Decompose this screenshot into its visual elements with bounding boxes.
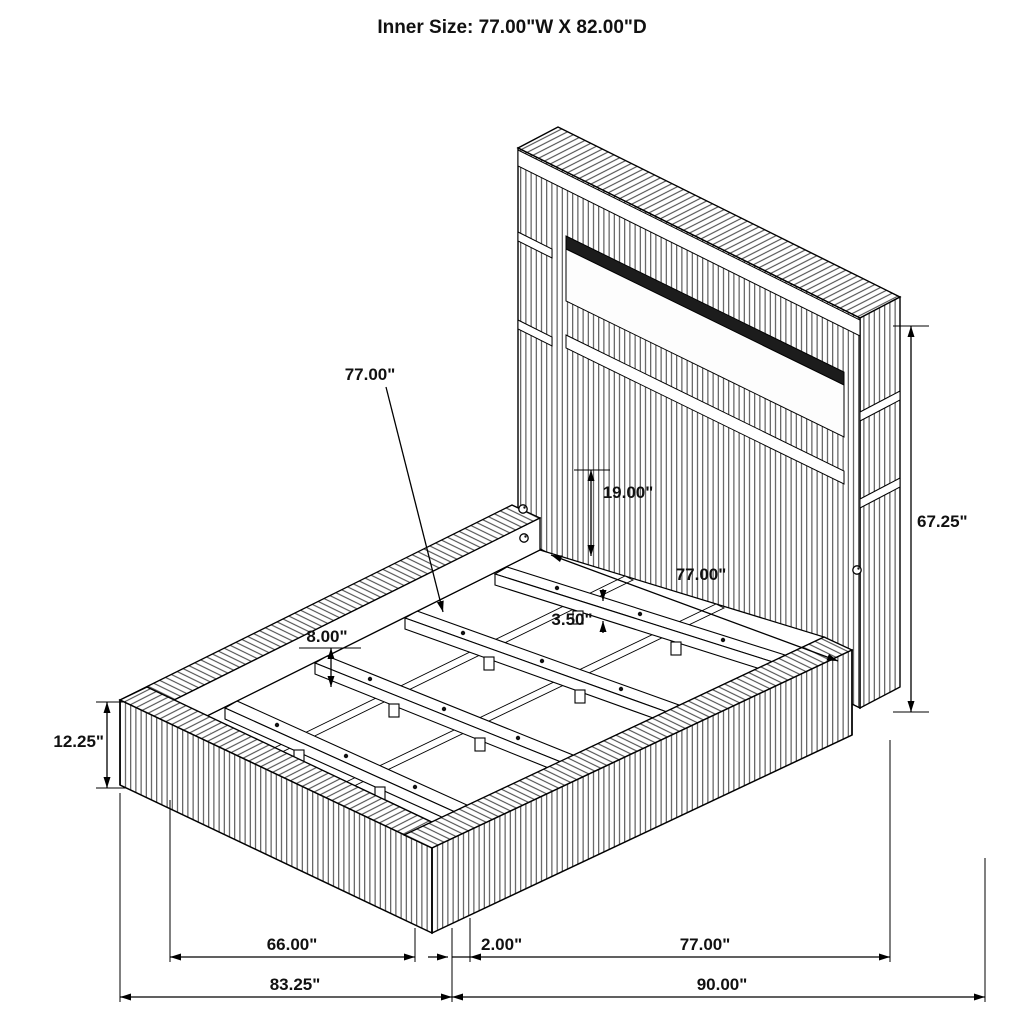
bolt-hole [519,533,529,543]
slat-length-label: 77.00" [345,365,396,384]
headboard-left-post-reveal-2 [517,319,553,347]
bolt-hole [518,504,528,514]
page-title: Inner Size: 77.00"W X 82.00"D [377,17,647,38]
panel-lower-band [565,334,845,485]
extension-lines [119,740,986,1002]
bolt-holes [518,504,862,575]
slat-foot [474,737,486,752]
slat-foot [388,703,400,718]
clearance-label: 19.00" [603,483,654,502]
headboard-panel [565,235,845,485]
inner-width-dim-line [550,554,839,662]
slat-spacing-label: 8.00" [306,627,347,646]
bolt-hole [852,565,862,575]
outer-depth-label: 83.25" [270,975,321,994]
headboard-side-reveal-2 [859,477,901,509]
slat-span-label: 66.00" [267,935,318,954]
headboard-height-label: 67.25" [917,512,968,531]
headboard-side-reveal-1 [859,390,901,422]
inner-width-label: 77.00" [676,565,727,584]
panel-body [565,248,845,438]
slat-foot [483,656,495,671]
slat-foot [670,641,682,656]
slat-foot [574,689,586,704]
dimension-annotations: 77.00" 19.00" 77.00" 3.50" 8.00" 67.25" [53,325,986,1002]
rail-inset-label: 2.00" [481,935,522,954]
foot-width-label: 77.00" [680,935,731,954]
slat-thickness-label: 3.50" [551,610,592,629]
outer-width-label: 90.00" [697,975,748,994]
slat-length-leader-line [385,386,444,613]
base-height-label: 12.25" [53,732,104,751]
headboard-left-post-reveal-1 [517,231,553,259]
frame-corner-edges [119,650,853,933]
headboard-top-band [517,149,861,337]
